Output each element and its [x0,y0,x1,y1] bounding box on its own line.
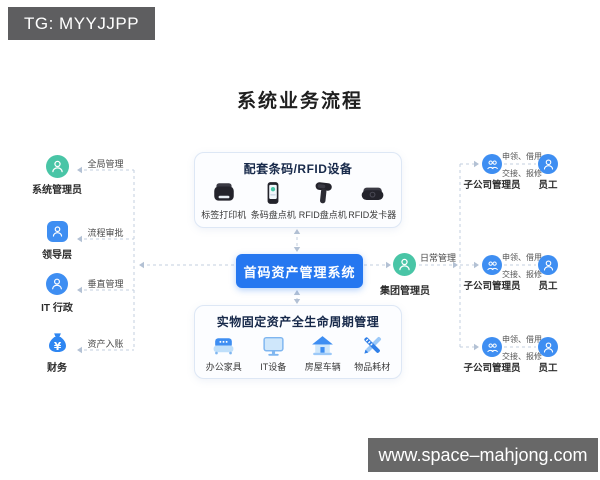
svg-text:¥: ¥ [54,341,62,353]
subsidiary-admin-icon [482,255,502,275]
device-box: 配套条码/RFID设备 标签打印机 条码盘点机 [194,152,402,228]
bottom-watermark-banner: www.space–mahjong.com [368,438,598,472]
leadership-icon [47,221,68,242]
top-watermark-banner: TG: MYYJJPP [8,7,156,40]
rfid-scanner-icon [315,182,332,204]
device-item: 条码盘点机 [249,180,299,221]
system-node: 首码资产管理系统 [236,254,363,288]
it-equipment-icon [263,336,284,356]
subsidiary-admin-label: 子公司管理员 [463,180,521,191]
device-item-label: 条码盘点机 [250,210,296,220]
device-item: RFID盘点机 [298,180,348,221]
device-item-label: RFID盘点机 [298,210,347,220]
employee-icon [538,255,558,275]
asset-item: IT设备 [249,333,299,373]
ops-label-line1: 申领、借用 [502,253,542,262]
asset-item: 房屋车辆 [298,333,348,373]
asset-item-label: 房屋车辆 [304,362,341,372]
flow-label-vertical: 垂直管理 [87,279,124,289]
group-admin-icon [393,253,416,276]
flow-label-daily: 日常管理 [419,253,456,263]
device-item-label: RFID发卡器 [348,210,397,220]
employee-label: 员工 [538,180,558,191]
employee-label: 员工 [538,363,558,374]
it-admin-icon [46,273,68,295]
role-group-admin-label: 集团管理员 [380,286,430,297]
diagram-title: 系统业务流程 [236,91,363,112]
finance-money-bag-icon: ¥ [44,330,71,362]
asset-box-items: 办公家具 IT设备 房屋车辆 [195,333,401,373]
subsidiary-admin-label: 子公司管理员 [463,281,521,292]
arrowheads [77,160,479,354]
asset-box-title: 实物固定资产全生命周期管理 [216,315,380,329]
ops-label-line2: 交接、报修 [502,169,542,178]
ops-label-line2: 交接、报修 [502,270,542,279]
ops-label-line1: 申领、借用 [502,152,542,161]
asset-item-label: IT设备 [260,362,287,372]
asset-item-label: 办公家具 [205,362,242,372]
asset-item: 物品耗材 [348,333,398,373]
asset-item-label: 物品耗材 [354,362,391,372]
role-it-admin-label: IT 行政 [41,303,73,314]
device-item-label: 标签打印机 [201,210,247,220]
top-watermark-text: TG: MYYJJPP [24,13,140,33]
device-item: RFID发卡器 [348,180,398,221]
employee-icon [538,337,558,357]
flow-label-accounting: 资产入账 [87,339,124,349]
role-finance-label: 财务 [47,363,67,374]
subsidiary-admin-icon [482,337,502,357]
role-leadership-label: 领导层 [42,250,72,261]
rfid-card-issuer-icon [361,187,384,201]
asset-item: 办公家具 [199,333,249,373]
barcode-scanner-icon [267,182,279,204]
flow-label-global: 全局管理 [87,159,124,169]
subsidiary-admin-icon [482,154,502,174]
device-box-items: 标签打印机 条码盘点机 RFI [195,180,401,221]
employee-label: 员工 [538,281,558,292]
device-item: 标签打印机 [199,180,249,221]
device-box-title: 配套条码/RFID设备 [243,162,353,176]
role-system-admin-label: 系统管理员 [32,185,82,196]
ops-label-line1: 申领、借用 [502,335,542,344]
flow-label-approval: 流程审批 [87,228,124,238]
ops-label-line2: 交接、报修 [502,352,542,361]
house-vehicle-icon [312,336,334,356]
label-printer-icon [214,183,234,201]
asset-box: 实物固定资产全生命周期管理 办公家具 IT设备 [194,305,402,379]
subsidiary-admin-label: 子公司管理员 [463,363,521,374]
consumables-icon [364,336,381,354]
employee-icon [538,154,558,174]
system-admin-icon [46,155,69,178]
furniture-icon [213,338,234,355]
bottom-watermark-text: www.space–mahjong.com [378,444,588,465]
